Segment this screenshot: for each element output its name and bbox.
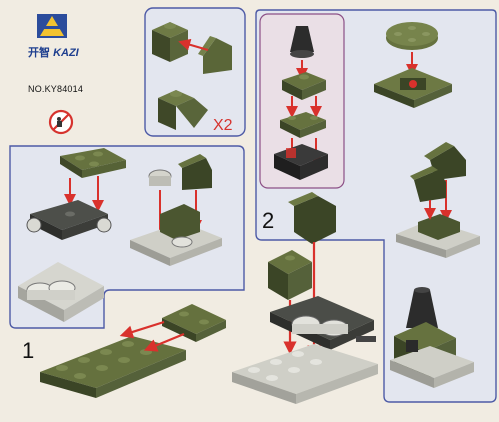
step1-number: 1 [22, 338, 34, 363]
logo-name-text: KAZI [53, 47, 79, 59]
multiplier-label: X2 [213, 117, 233, 134]
model-number: NO.KY84014 [28, 84, 84, 94]
step1-panel [9, 145, 245, 398]
logo-chinese-text: 开智 [28, 47, 50, 59]
no-small-children-warning-icon [48, 109, 74, 135]
step2-panel [255, 9, 497, 403]
kazi-logo-icon [37, 14, 67, 38]
subassembly-panel: X2 [144, 7, 246, 137]
kazi-logo: 开智 KAZI [18, 10, 88, 68]
step2-assembly [232, 192, 378, 404]
step2-number: 2 [262, 208, 274, 233]
